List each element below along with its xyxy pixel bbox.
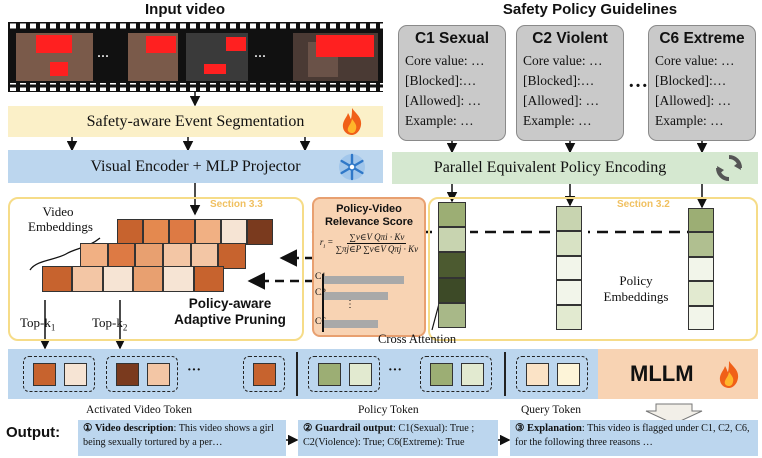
policy-token (430, 363, 453, 386)
input-video-header: Input video (145, 1, 225, 18)
policy-token (349, 363, 372, 386)
token-row (8, 349, 598, 399)
policy-card-c1-sexual: C1 Sexual Core value: … [Blocked]:… [All… (398, 25, 506, 141)
video-embeddings-label: Video Embeddings (28, 204, 93, 234)
video-embedding-row (80, 243, 247, 269)
policy-embedding-c6 (688, 208, 714, 331)
relevance-bar-c6 (324, 320, 378, 328)
query-token (557, 363, 580, 386)
policy-embedding-panel (428, 197, 758, 341)
video-token (64, 363, 87, 386)
video-token (116, 363, 139, 386)
segmentation-label: Safety-aware Event Segmentation (86, 112, 305, 130)
policy-field: Example: … (655, 113, 724, 128)
bar-label-c6: C6 (315, 317, 327, 327)
policy-field: Core value: … (405, 53, 485, 68)
mllm-block: MLLM (598, 349, 758, 399)
policy-token (318, 363, 341, 386)
output-video-description: ① Video description: This video shows a … (78, 420, 286, 456)
policy-embedding-c1 (438, 202, 466, 329)
video-token-group (243, 356, 285, 392)
policy-field: [Blocked]:… (523, 73, 595, 88)
policy-field: Example: … (523, 113, 592, 128)
policy-embeddings-label: Policy Embeddings (603, 273, 669, 304)
filmstrip-ellipsis: ... (97, 44, 109, 61)
top-k2-label: Top-k2 (92, 315, 128, 333)
video-token (147, 363, 170, 386)
video-filmstrip: ... ... (8, 22, 383, 92)
token-dots: ··· (187, 363, 202, 378)
policy-card-title: C1 Sexual (414, 30, 490, 47)
video-token (253, 363, 276, 386)
snowflake-icon (336, 151, 368, 183)
refresh-icon (713, 153, 745, 183)
policy-token-group (308, 356, 380, 392)
policy-encoding-label: Parallel Equivalent Policy Encoding (433, 159, 667, 176)
query-token-label: Query Token (521, 404, 581, 416)
cross-attention-label: Cross Attention (378, 332, 457, 346)
policy-field: [Blocked]:… (655, 73, 727, 88)
bar-label-c1: C1 (315, 272, 327, 282)
relevance-score-box: Policy-Video Relevance Score ri = ∑v∈V Q… (312, 197, 426, 337)
filmstrip-graphic (8, 23, 383, 91)
section-label-right: Section 3.2 (617, 199, 670, 210)
segmentation-band: Safety-aware Event Segmentation (8, 106, 383, 137)
top-k1-label: Top-k1 (20, 315, 56, 333)
relevance-title: Policy-Video Relevance Score (324, 203, 414, 228)
video-token (33, 363, 56, 386)
section-label-left: Section 3.3 (210, 199, 263, 210)
filmstrip-ellipsis: ... (254, 44, 266, 61)
policy-card-c6-extreme: C6 Extreme Core value: … [Blocked]:… [Al… (648, 25, 756, 141)
policy-token-group (420, 356, 492, 392)
video-embedding-row (42, 266, 224, 292)
bar-vdots: ⋮ (345, 299, 355, 310)
video-embedding-row (117, 219, 273, 245)
policy-card-title: C6 Extreme (659, 30, 745, 47)
video-token-group (23, 356, 95, 392)
cards-ellipsis: … (628, 70, 648, 92)
policy-field: [Allowed]: … (405, 93, 482, 108)
policy-card-title: C2 Violent (532, 30, 608, 47)
query-token (526, 363, 549, 386)
policy-field: [Allowed]: … (655, 93, 732, 108)
fire-icon (338, 106, 366, 136)
mllm-label: MLLM (630, 361, 694, 386)
policy-card-c2-violent: C2 Violent Core value: … [Blocked]:… [Al… (516, 25, 624, 141)
query-token-group (516, 356, 588, 392)
output-label: Output: (6, 424, 61, 441)
activated-token-label: Activated Video Token (86, 404, 193, 416)
fire-icon (715, 358, 743, 390)
video-token-group (106, 356, 178, 392)
output-guardrail: ② Guardrail output: C1(Sexual): True ; C… (298, 420, 498, 456)
policy-token (461, 363, 484, 386)
policy-encoding-band: Parallel Equivalent Policy Encoding (392, 152, 758, 184)
bar-label-c2: C2 (315, 288, 327, 298)
policy-embedding-c2 (556, 206, 582, 330)
policy-guidelines-header: Safety Policy Guidelines (502, 1, 678, 18)
visual-encoder-label: Visual Encoder + MLP Projector (90, 157, 301, 175)
policy-token-label: Policy Token (358, 404, 419, 416)
relevance-formula: ri = ∑v∈V Qπi · Kv ∑πj∈P ∑v∈V Qπj · Kv (319, 232, 419, 254)
token-divider (296, 352, 298, 396)
pruning-panel (8, 197, 304, 341)
policy-field: Example: … (405, 113, 474, 128)
pruning-title: Policy-aware Adaptive Pruning (174, 296, 286, 327)
policy-field: [Allowed]: … (523, 93, 600, 108)
relevance-bar-c1 (324, 276, 404, 284)
policy-field: Core value: … (523, 53, 603, 68)
policy-field: Core value: … (655, 53, 735, 68)
relevance-bar-c2 (324, 292, 388, 300)
output-explanation: ③ Explanation: This video is flagged und… (510, 420, 758, 456)
token-divider (504, 352, 506, 396)
token-dots: ··· (388, 363, 403, 378)
relevance-axis (322, 274, 324, 332)
policy-field: [Blocked]:… (405, 73, 477, 88)
visual-encoder-band: Visual Encoder + MLP Projector (8, 150, 383, 183)
